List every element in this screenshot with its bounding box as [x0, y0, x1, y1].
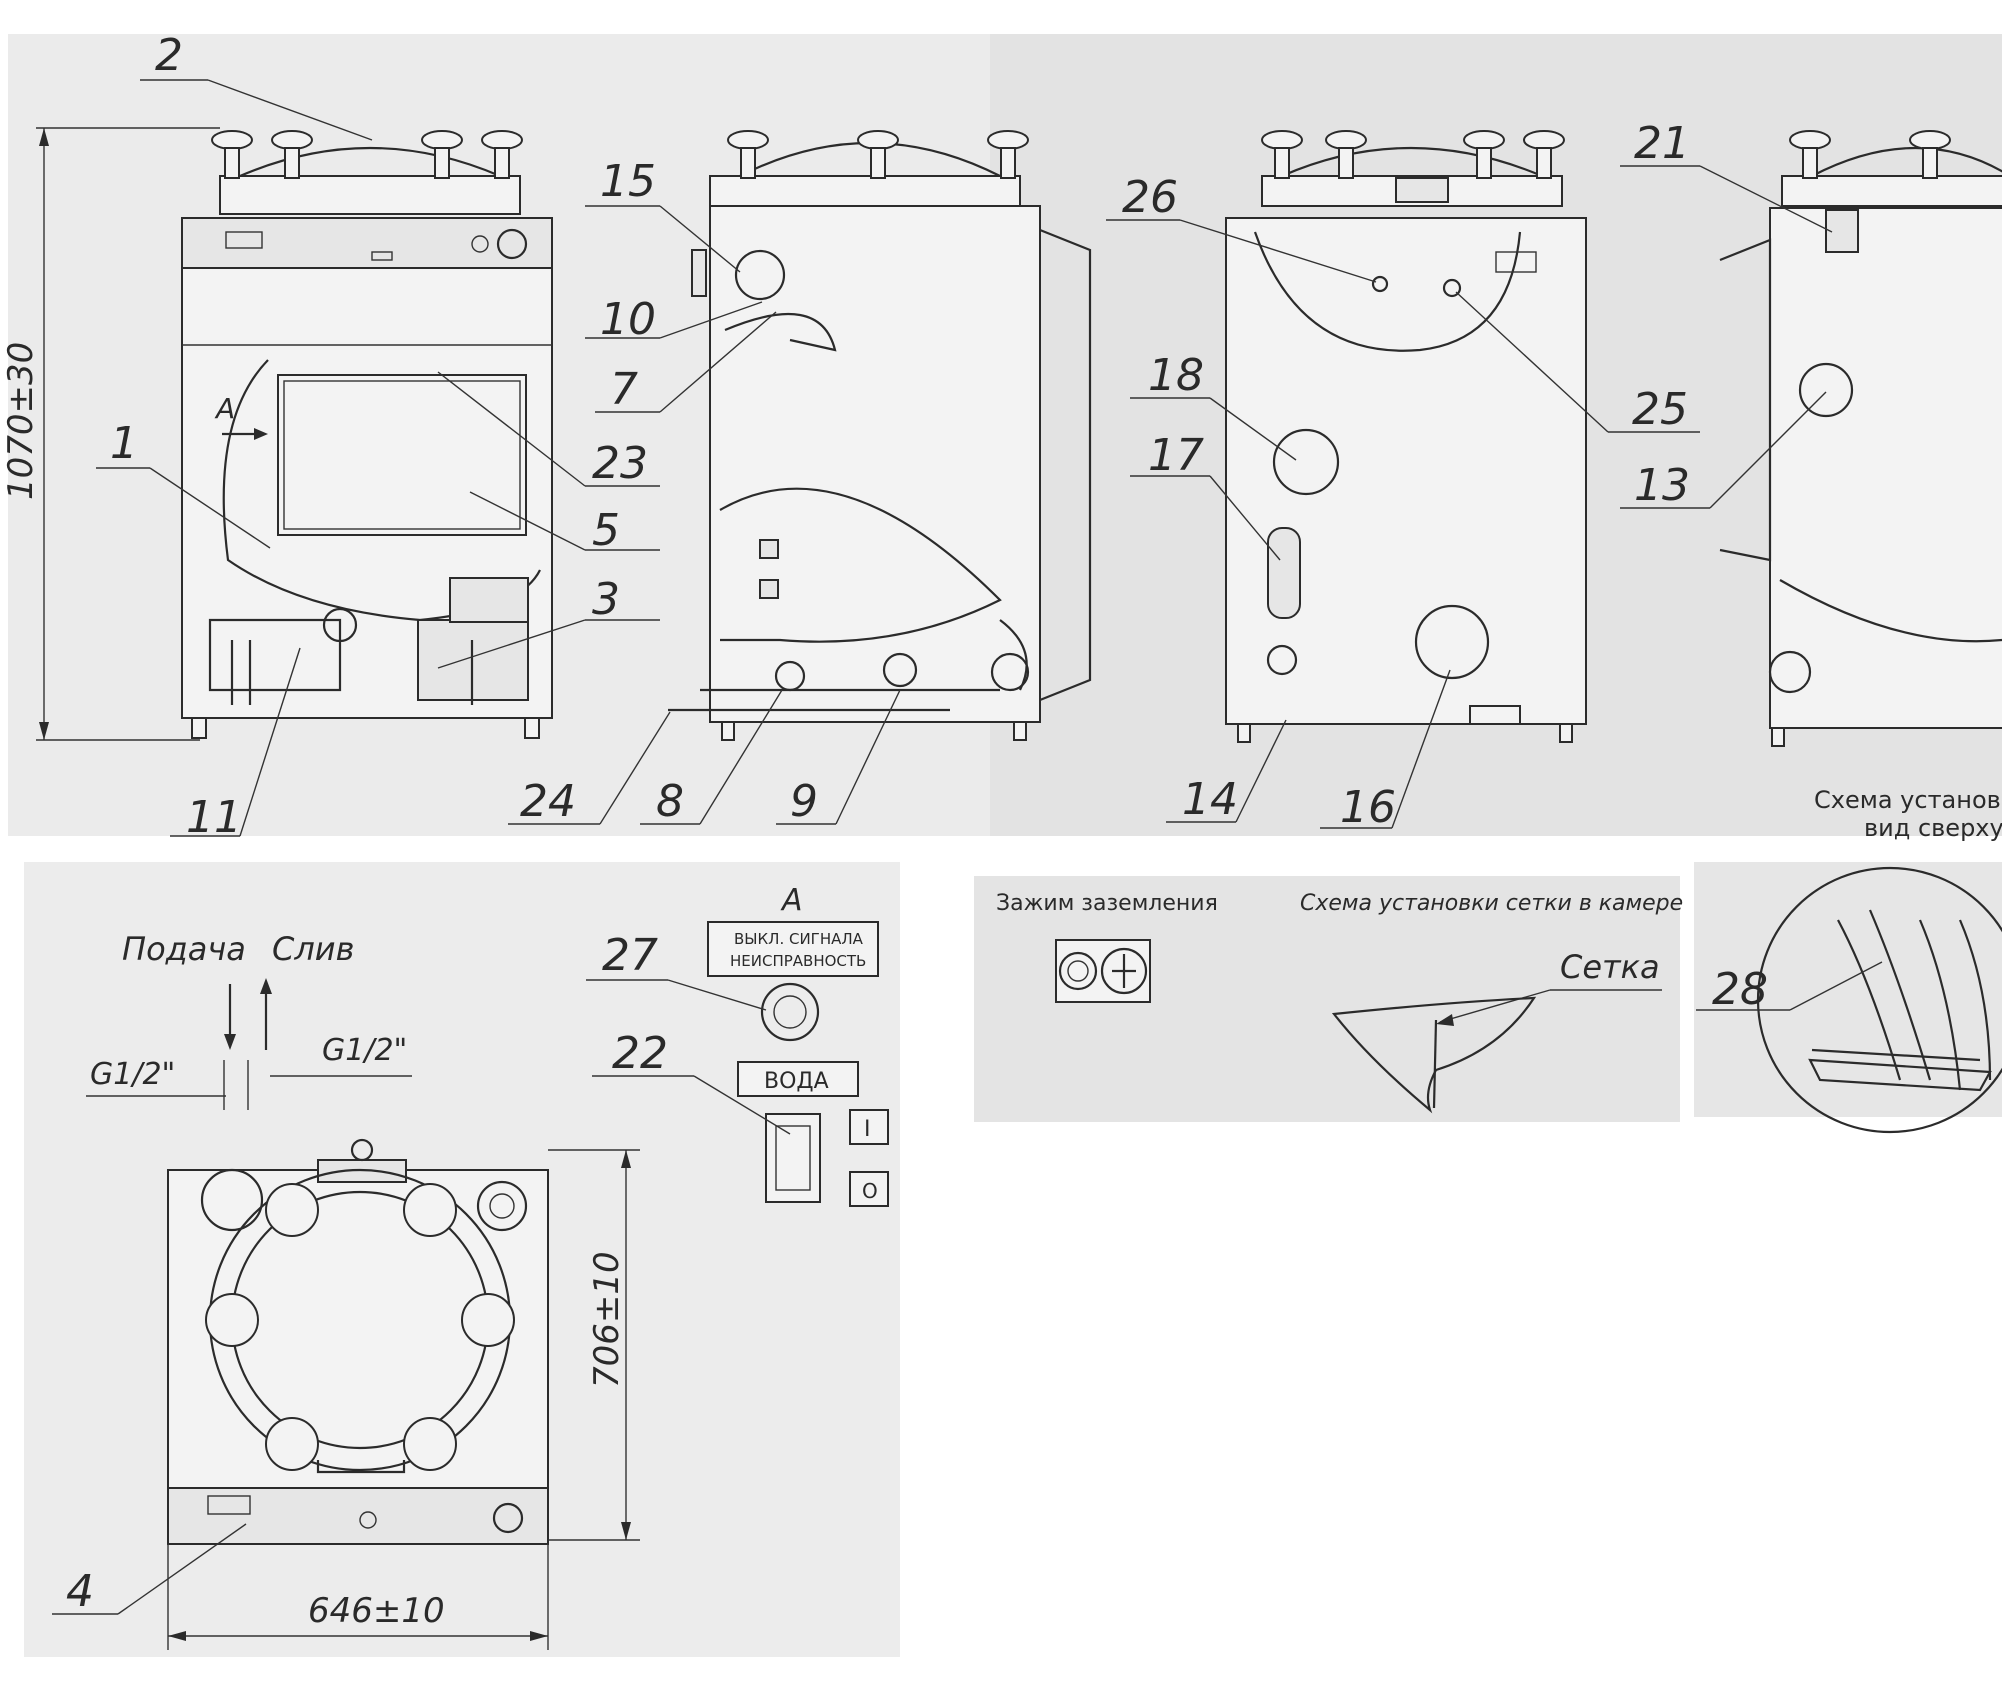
- top-view-caption-line2: вид сверху: [1864, 814, 2002, 842]
- callout-3: 3: [592, 574, 620, 625]
- alarm-off-button: [760, 982, 820, 1042]
- water-plate: [737, 1061, 859, 1097]
- height-dimension: 1070±30: [1, 342, 41, 500]
- depth-dimension: 706±10: [587, 1251, 627, 1388]
- alarm-off-plate: [707, 921, 879, 977]
- right-partial-view: 21 13 Схема установки Т вид сверху: [1620, 118, 2002, 842]
- callout-24: 24: [520, 776, 576, 827]
- top-view-caption-line1: Схема установки Т: [1814, 786, 2002, 814]
- heater-detail-panel: [1694, 862, 2002, 1117]
- callout-22: 22: [612, 1028, 668, 1079]
- switch-off-mark: O: [862, 1179, 878, 1203]
- water-plate-label: ВОДА: [764, 1069, 829, 1094]
- callout-18: 18: [1148, 350, 1204, 401]
- callout-14: 14: [1182, 774, 1238, 825]
- heater-detail: 28: [1696, 866, 2002, 1134]
- alarm-off-line2: НЕИСПРАВНОСТЬ: [730, 952, 866, 970]
- callout-28: 28: [1712, 964, 1768, 1015]
- switch-on-mark: I: [864, 1117, 871, 1142]
- side-view: 15 10 7 24 8 9: [508, 130, 1092, 827]
- mesh-scheme-label: Схема установки сетки в камере: [1300, 891, 1683, 916]
- lid-knobs: [211, 130, 523, 179]
- mesh-label: Сетка: [1560, 948, 1660, 986]
- callout-2: 2: [155, 30, 183, 81]
- water-drain-label: Слив: [272, 930, 354, 968]
- callout-4: 4: [66, 1566, 94, 1617]
- callout-7: 7: [610, 364, 638, 415]
- callout-26: 26: [1122, 172, 1178, 223]
- water-supply-label: Подача: [122, 930, 246, 968]
- callout-15: 15: [600, 156, 656, 207]
- view-a-mark: A: [214, 392, 235, 425]
- callout-23: 23: [592, 438, 648, 489]
- callout-21: 21: [1634, 118, 1690, 169]
- callout-25: 25: [1632, 384, 1688, 435]
- ground-and-mesh-detail: Зажим заземления Схема установки сетки в…: [996, 891, 1683, 1114]
- callout-27: 27: [602, 930, 658, 981]
- drain-thread-dimension: G1/2": [322, 1033, 407, 1068]
- callout-5: 5: [592, 505, 620, 556]
- width-dimension: 646±10: [308, 1591, 445, 1631]
- callout-9: 9: [790, 776, 818, 827]
- water-switch: [765, 1113, 821, 1203]
- callout-1: 1: [110, 418, 138, 469]
- callout-16: 16: [1340, 782, 1396, 833]
- view-a-panel: A ВЫКЛ. СИГНАЛА НЕИСПРАВНОСТЬ 27 ВОДА I …: [586, 883, 889, 1207]
- ground-clamp-label: Зажим заземления: [996, 891, 1218, 916]
- callout-11: 11: [186, 792, 242, 843]
- rear-view: 26 18 17 25 14 16: [1106, 130, 1700, 833]
- top-view: Подача Слив G1/2" G1/2": [52, 930, 640, 1650]
- callout-17: 17: [1148, 430, 1204, 481]
- callout-13: 13: [1634, 460, 1690, 511]
- callout-10: 10: [600, 294, 656, 345]
- alarm-off-line1: ВЫКЛ. СИГНАЛА: [734, 930, 864, 948]
- supply-thread-dimension: G1/2": [90, 1057, 175, 1092]
- callout-8: 8: [656, 776, 684, 827]
- view-a-title: A: [780, 883, 803, 918]
- front-view: 1070±30 A: [1, 30, 660, 843]
